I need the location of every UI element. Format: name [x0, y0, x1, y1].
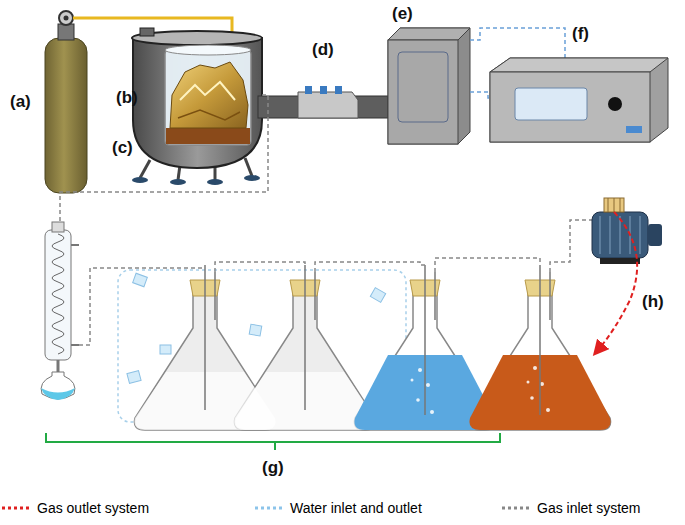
callout-label: (h) — [642, 292, 664, 312]
callout-label: (f) — [572, 24, 589, 44]
legend-text: Gas inlet system — [537, 500, 640, 516]
legend-text: Water inlet and outlet — [290, 500, 422, 516]
callout-label: (c) — [112, 138, 133, 158]
callout-label: (g) — [262, 458, 284, 478]
legend-line-sample — [255, 504, 285, 512]
legend-entry: Gas outlet system — [2, 500, 149, 516]
legend-entry: Gas inlet system — [502, 500, 640, 516]
legend-line-sample — [2, 504, 32, 512]
callout-label: (e) — [392, 4, 413, 24]
legend-line-sample — [502, 504, 532, 512]
callout-label: (d) — [312, 40, 334, 60]
legend-entry: Water inlet and outlet — [255, 500, 422, 516]
callout-label: (b) — [116, 88, 138, 108]
callout-label: (a) — [10, 92, 31, 112]
legend-text: Gas outlet system — [37, 500, 149, 516]
